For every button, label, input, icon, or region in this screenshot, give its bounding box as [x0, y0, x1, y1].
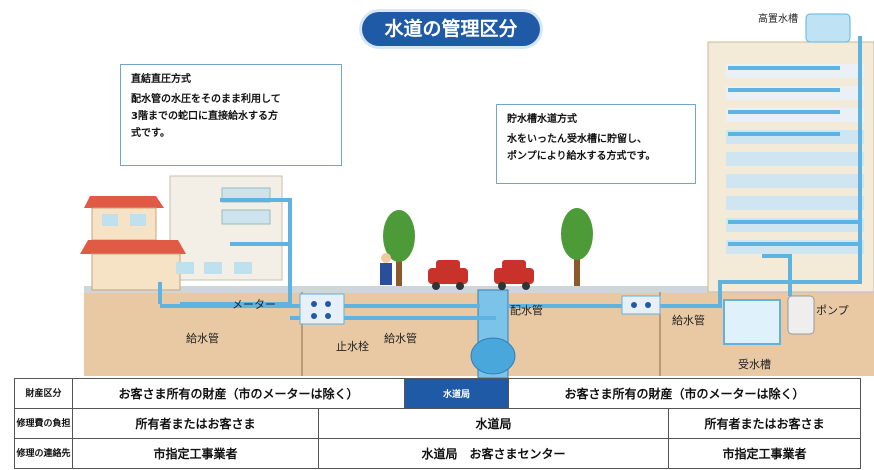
meter-boxes	[299, 293, 661, 325]
row-header-property: 財産区分	[14, 378, 73, 409]
label-supply-pipe-left: 給水管	[186, 332, 219, 345]
label-supply-pipe-mid: 給水管	[384, 332, 417, 345]
cell-contact-left: 市指定工事業者	[72, 438, 319, 469]
cell-property-middle: 水道局	[404, 378, 510, 409]
label-stop-valve: 止水栓	[336, 340, 369, 353]
cell-contact-right: 市指定工事業者	[668, 438, 862, 469]
house-front	[80, 196, 252, 291]
worker	[380, 253, 392, 285]
row-header-repair-cost: 修理費の負担	[14, 408, 73, 439]
label-meter: メーター	[232, 298, 276, 311]
car-left	[428, 260, 468, 290]
row-header-contact: 修理の連絡先	[14, 438, 73, 469]
callout-tank-line-1: 水をいったん受水槽に貯留し、	[507, 134, 647, 145]
callout-direct-line-3: 式です。	[131, 128, 170, 139]
label-receiving-tank: 受水槽	[738, 358, 771, 371]
elevated-tank-shape	[805, 13, 851, 43]
callout-direct-supply: 直結直圧方式 配水管の水圧をそのまま利用して 3階までの蛇口に直接給水する方 式…	[120, 64, 342, 166]
cell-repair-cost-left: 所有者またはお客さま	[72, 408, 319, 439]
label-supply-pipe-right: 給水管	[672, 314, 705, 327]
cell-repair-cost-right: 所有者またはお客さま	[668, 408, 862, 439]
tree-right	[561, 208, 593, 286]
callout-direct-line-2: 3階までの蛇口に直接給水する方	[131, 111, 278, 122]
distribution-main-end	[470, 337, 516, 375]
table-row-repair-cost: 修理費の負担 所有者またはお客さま 水道局 所有者またはお客さま	[14, 408, 862, 439]
table-row-property: 財産区分 お客さま所有の財産（市のメーターは除く） 水道局 お客さま所有の財産（…	[14, 378, 862, 409]
callout-tank-line-2: ポンプにより給水する方式です。	[507, 151, 656, 162]
tree-left	[383, 210, 415, 286]
car-right	[494, 260, 534, 290]
callout-tank-supply: 貯水槽水道方式 水をいったん受水槽に貯留し、 ポンプにより給水する方式です。	[496, 104, 696, 184]
callout-tank-title: 貯水槽水道方式	[507, 114, 577, 125]
diagram-title: 水道の管理区分	[362, 12, 540, 46]
pump-shape	[787, 295, 815, 335]
management-zone-table: 財産区分 お客さま所有の財産（市のメーターは除く） 水道局 お客さま所有の財産（…	[14, 378, 862, 469]
apartment-building	[707, 41, 874, 293]
callout-direct-title: 直結直圧方式	[131, 74, 191, 85]
cell-property-right: お客さま所有の財産（市のメーターは除く）	[508, 378, 862, 409]
cell-repair-cost-middle: 水道局	[317, 408, 670, 439]
label-pump: ポンプ	[816, 304, 849, 317]
cell-property-left: お客さま所有の財産（市のメーターは除く）	[71, 378, 406, 409]
label-distribution-pipe: 配水管	[510, 304, 543, 317]
table-row-contact: 修理の連絡先 市指定工事業者 水道局 お客さまセンター 市指定工事業者	[14, 438, 862, 469]
cell-contact-middle: 水道局 お客さまセンター	[317, 438, 670, 469]
receiving-tank-shape	[723, 299, 781, 345]
callout-direct-line-1: 配水管の水圧をそのまま利用して	[131, 94, 281, 105]
label-elevated-tank: 高置水槽	[758, 14, 798, 25]
